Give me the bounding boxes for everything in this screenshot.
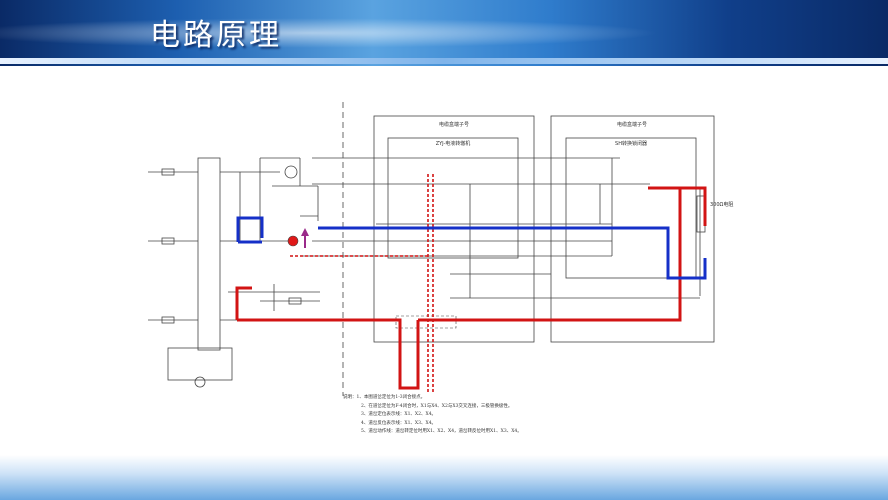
blue-current-path xyxy=(236,216,707,280)
circuit-diagram: 电缆盒端子号 电缆盒端子号 ZYJ-电液转辙机 SH转换锁闭器 300Ω电阻 xyxy=(148,102,733,396)
terminal-block xyxy=(197,157,221,351)
red-indicator xyxy=(287,235,299,247)
switch-inner-box xyxy=(565,137,697,279)
red-current-path xyxy=(235,186,707,390)
motor-box xyxy=(167,347,233,381)
note-line: 说明：1、本图道岔定位为1-3闭合接点。 xyxy=(343,395,426,400)
note-line: 2、在道岔定位为F-4闭合时，X1与X4、X2与X3交叉连接，三极管换极性。 xyxy=(361,403,513,409)
switch-label: SH转换锁闭器 xyxy=(615,140,647,147)
header-stripe xyxy=(0,58,888,64)
note-line: 3、道岔定位表示线：X1、X2、X4。 xyxy=(361,412,437,417)
relay-1 xyxy=(284,165,298,179)
resistor-300-label: 300Ω电阻 xyxy=(710,201,733,208)
footer-band xyxy=(0,455,888,500)
dotted-box xyxy=(395,315,457,329)
up-arrow xyxy=(301,228,309,236)
motor-label: ZYJ-电液转辙机 xyxy=(436,140,471,147)
fuse-1 xyxy=(161,168,175,176)
note-line: 5、道岔动作线：道岔转定位时用X1、X2、X4，道岔转反位时用X1、X3、X4。 xyxy=(361,429,522,434)
fuse-2 xyxy=(161,237,175,245)
cable-box-1-label: 电缆盒端子号 xyxy=(439,121,469,128)
fuse-3 xyxy=(161,316,175,324)
motor-symbol xyxy=(194,376,206,388)
motor-inner-box xyxy=(387,137,519,259)
slide-title: 电路原理 xyxy=(150,18,282,53)
cable-box-2-label: 电缆盒端子号 xyxy=(617,121,647,128)
note-line: 4、道岔反位表示线：X1、X3、X4。 xyxy=(361,420,437,426)
notes: 说明：1、本图道岔定位为1-3闭合接点。 2、在道岔定位为F-4闭合时，X1与X… xyxy=(343,394,522,437)
header-banner xyxy=(0,0,888,66)
resistor-r xyxy=(288,297,302,305)
header-glow xyxy=(0,18,660,48)
